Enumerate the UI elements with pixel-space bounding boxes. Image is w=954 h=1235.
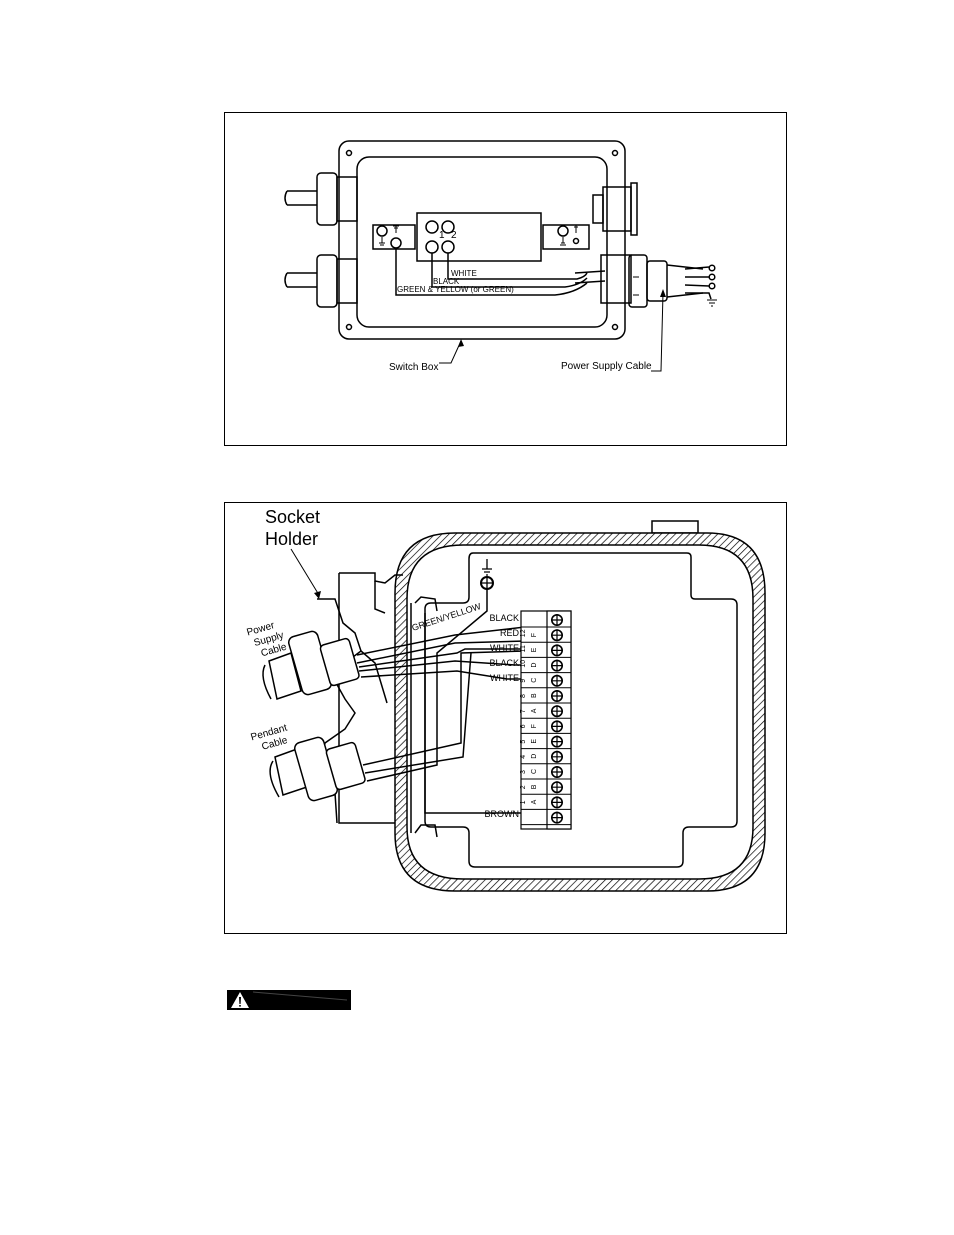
wire-label: WHITE: [490, 643, 519, 653]
ground-wire-label: GREEN & YELLOW (or GREEN): [397, 285, 514, 294]
terminal-letter: A: [531, 799, 538, 804]
terminal-letter: F: [531, 724, 538, 728]
terminal-1-label: 1: [439, 230, 445, 241]
terminal-number: 1: [520, 800, 527, 804]
wire-label: WHITE: [490, 673, 519, 683]
left-gland-upper: [317, 173, 337, 225]
terminal-number: 12: [520, 629, 527, 637]
wire-label: BROWN: [485, 809, 520, 819]
left-conduit-upper: [287, 191, 317, 205]
switch-terminal-block: [417, 213, 541, 261]
switch-box-wiring-figure: 1 2 WHITE BLACK GREEN & YELLOW (or GREEN…: [224, 112, 787, 446]
terminal-number: 9: [520, 679, 527, 683]
terminal-number: 4: [520, 755, 527, 759]
power-supply-cable-callout: Power Supply Cable: [561, 361, 652, 372]
socket-holder-title-1: Socket: [265, 507, 320, 527]
terminal-letter: B: [531, 784, 538, 789]
terminal-letter: A: [531, 708, 538, 713]
terminal-number: 6: [520, 724, 527, 728]
terminal-letter: D: [531, 663, 538, 668]
wire-label: RED: [500, 628, 520, 638]
wire-label: BLACK: [489, 658, 519, 668]
terminal-number: 7: [520, 709, 527, 713]
left-conduit-lower: [287, 273, 317, 287]
terminal-letter: C: [531, 769, 538, 774]
switch-box-leader: [439, 341, 461, 363]
terminal-letter: E: [531, 739, 538, 744]
green-yellow-wire-label: GREEN/YELLOW: [411, 601, 483, 633]
switch-box-diagram: 1 2 WHITE BLACK GREEN & YELLOW (or GREEN…: [225, 113, 786, 445]
switch-box-callout: Switch Box: [389, 362, 438, 373]
enclosure-wall: [395, 533, 765, 891]
terminal-number: 11: [520, 645, 527, 652]
terminal-number: 5: [520, 740, 527, 744]
terminal-number: 10: [520, 660, 527, 668]
terminal-letter: F: [531, 633, 538, 637]
left-gland-lower: [317, 255, 337, 307]
terminal-number: 8: [520, 694, 527, 698]
mounting-plate: [425, 553, 737, 867]
terminal-number: 2: [520, 785, 527, 789]
wire-label: BLACK: [489, 613, 519, 623]
terminal-number: 3: [520, 770, 527, 774]
terminal-letter: D: [531, 754, 538, 759]
terminal-2-label: 2: [451, 230, 457, 241]
socket-holder-title-2: Holder: [265, 529, 318, 549]
terminal-letter: B: [531, 693, 538, 698]
power-cable-leader: [651, 293, 663, 371]
left-ground-block: [373, 225, 415, 249]
wire-labels: BLACK RED WHITE BLACK WHITE BROWN: [485, 613, 520, 819]
terminal-letter: C: [531, 678, 538, 683]
warning-banner: [227, 990, 351, 1010]
switch-box-inner: [357, 157, 607, 327]
terminal-letter: E: [531, 647, 538, 652]
warning-banner-graphic: [227, 990, 351, 1010]
